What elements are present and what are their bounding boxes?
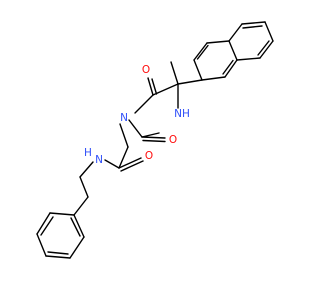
molecule-canvas: O NH N O O N H <box>36 21 274 259</box>
molecule-structure: O NH N O O N H <box>36 21 274 259</box>
hydantoin-ring <box>128 61 203 143</box>
phenyl-ring <box>36 212 85 259</box>
amide-hydrogen-label: H <box>84 147 92 159</box>
ring-nitrogen-label: N <box>120 112 128 124</box>
ring-nh-label: NH <box>174 108 190 120</box>
ring-oxygen-top-label: O <box>142 64 150 76</box>
naphthalene-group <box>193 21 274 81</box>
ring-oxygen-right-label: O <box>169 134 177 146</box>
amide-oxygen-label: O <box>145 150 153 162</box>
amide-nitrogen-label: N <box>95 154 103 166</box>
amide-side-chain <box>73 123 144 216</box>
